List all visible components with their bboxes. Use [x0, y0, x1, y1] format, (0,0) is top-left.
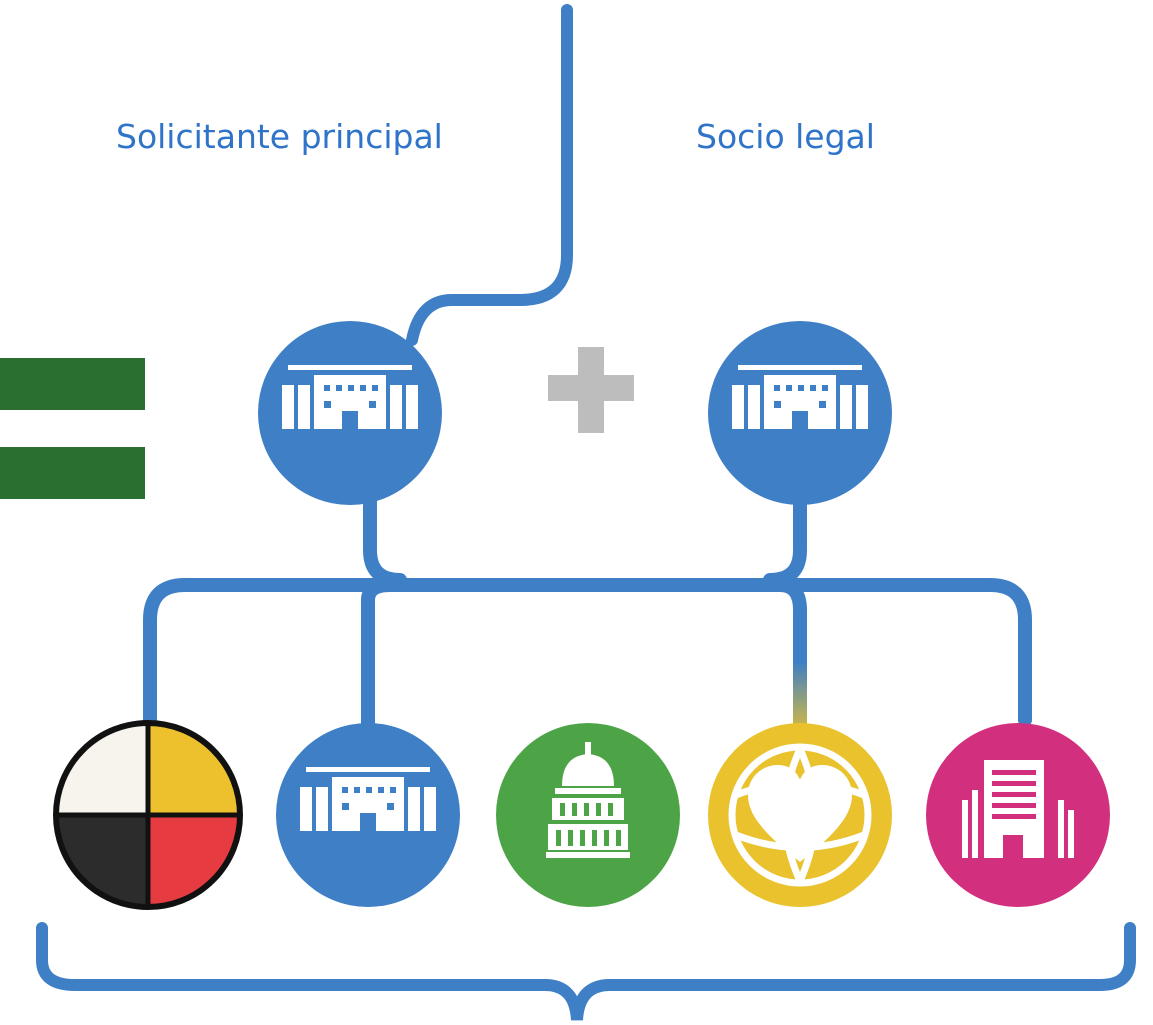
branch-school	[361, 578, 397, 737]
branch-globe	[773, 578, 807, 747]
medicine-wheel-node	[53, 720, 243, 910]
community-node	[708, 723, 892, 907]
government-node	[496, 723, 680, 907]
school-district-node	[276, 723, 460, 907]
top-feed-line	[406, 4, 573, 346]
primary-applicant-node	[258, 321, 442, 505]
office-tower-icon	[962, 760, 1074, 858]
left-node-drop-line	[363, 483, 407, 587]
bottom-brace	[36, 922, 1136, 1021]
equals-sign-icon	[0, 358, 145, 499]
legal-partner-label: Socio legal	[696, 117, 875, 156]
business-node	[926, 723, 1110, 907]
plus-sign-icon	[548, 347, 634, 433]
medicine-wheel-icon	[53, 720, 243, 910]
legal-partner-node	[708, 321, 892, 505]
primary-applicant-label: Solicitante principal	[116, 117, 443, 156]
capitol-building-icon	[546, 742, 630, 858]
connector-lines	[36, 4, 1136, 1021]
heart-shape	[748, 765, 852, 862]
